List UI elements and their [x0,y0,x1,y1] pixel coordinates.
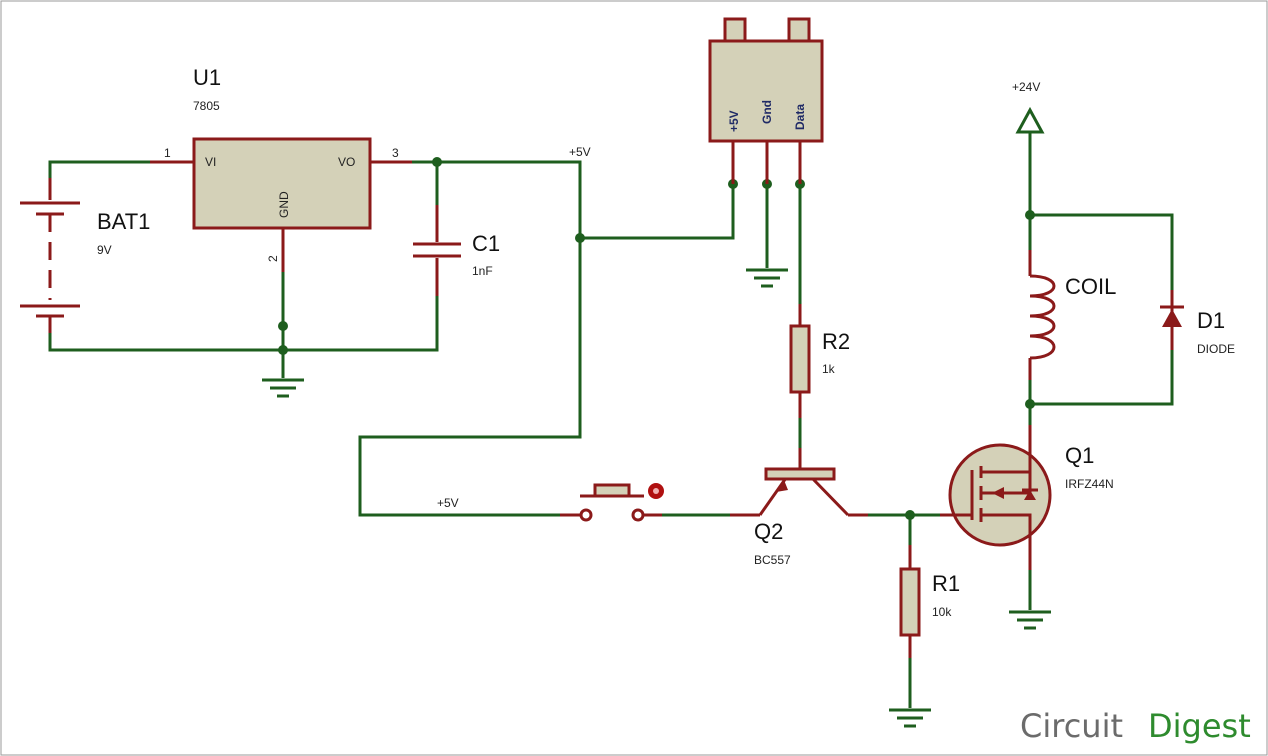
diode-d1: D1 DIODE [1160,290,1235,356]
d1-ref: D1 [1197,308,1225,333]
net-label-24v: +24V [1012,80,1040,94]
q2-ref: Q2 [754,519,783,544]
supply-24v: +24V [1012,80,1045,134]
coil-label: COIL [1065,274,1116,299]
logo-text-digest: Digest [1148,707,1251,745]
u1-pin1-number: 1 [164,146,171,160]
r2-ref: R2 [822,329,850,354]
ground-symbol-sensor [746,268,788,288]
d1-value: DIODE [1197,342,1235,356]
q1-ref: Q1 [1065,443,1094,468]
resistor-r2: R2 1k [789,304,850,418]
q2-value: BC557 [754,553,791,567]
sensor-pin-5v: +5V [727,110,741,132]
u1-pin-vo: VO [338,155,355,169]
relay-coil: COIL [1028,250,1116,380]
logo-text-circuit: Circuit [1020,707,1123,745]
junction-dots [278,157,1035,520]
mosfet-q1: Q1 IRFZ44N [940,425,1114,570]
net-label-5v-top: +5V [569,145,591,159]
resistor-r1: R1 10k [899,545,960,658]
r1-ref: R1 [932,571,960,596]
regulator-u1: U1 7805 VI VO GND 1 3 2 [150,65,412,272]
power-arrow-icon [1015,106,1045,134]
ground-symbol-q1 [1009,610,1051,630]
bat1-value: 9V [97,243,112,257]
u1-pin2-number: 2 [266,255,280,262]
r1-value: 10k [932,605,952,619]
c1-ref: C1 [472,231,500,256]
u1-pin3-number: 3 [392,146,399,160]
u1-value: 7805 [193,99,220,113]
battery-bat1: BAT1 9V [20,178,150,333]
transistor-q2: Q2 BC557 [730,448,868,567]
sensor-pin-gnd: Gnd [760,100,774,124]
q1-value: IRFZ44N [1065,477,1114,491]
u1-pin-vi: VI [205,155,216,169]
net-label-5v-switch: +5V [437,496,459,510]
c1-value: 1nF [472,264,493,278]
u1-ref: U1 [193,65,221,90]
sensor-pin-data: Data [793,104,807,130]
capacitor-c1: C1 1nF [413,205,500,296]
push-button-switch: +5V [437,483,664,522]
ground-symbol-r1 [889,708,931,728]
r2-value: 1k [822,362,836,376]
ground-symbol-u1 [262,378,304,398]
bat1-ref: BAT1 [97,209,150,234]
q2-emitter-arrow-icon [776,480,788,492]
circuitdigest-logo: Circuit Digest [1020,707,1251,745]
u1-pin-gnd: GND [277,191,291,218]
sensor-module: +5V Gnd Data [708,17,824,184]
